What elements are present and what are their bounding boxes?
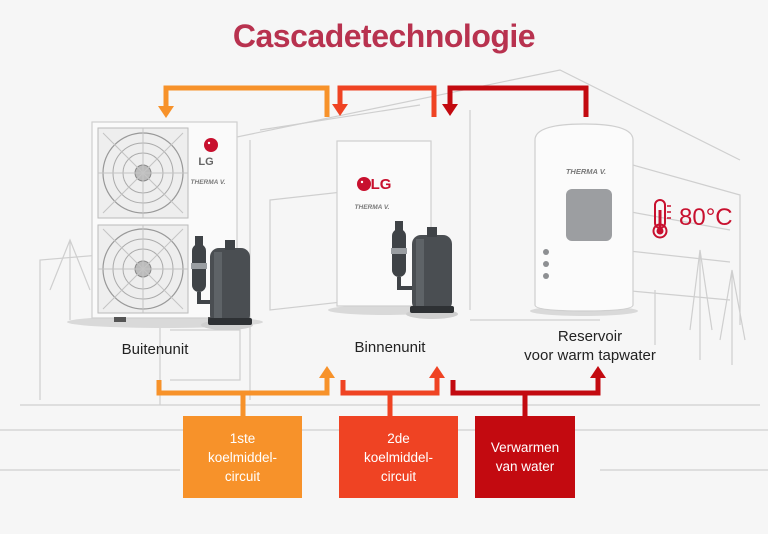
circuit-box-1: 1ste koelmiddel- circuit bbox=[183, 416, 302, 498]
lg-logo-icon bbox=[357, 177, 371, 191]
page-title: Cascadetechnologie bbox=[232, 18, 536, 54]
circuit-box-2: 2de koelmiddel- circuit bbox=[339, 416, 458, 498]
outdoor-brand: LG bbox=[198, 156, 213, 168]
outdoor-unit-label: Buitenunit bbox=[121, 341, 189, 358]
temperature-label: 80°C bbox=[679, 204, 733, 231]
tank-label-line2: voor warm tapwater bbox=[524, 347, 656, 364]
fan-grille-lower bbox=[97, 224, 189, 314]
circuit-1-line2: koelmiddel- bbox=[207, 449, 278, 465]
lg-logo-icon bbox=[204, 138, 218, 152]
water-tank bbox=[530, 123, 638, 316]
outdoor-series: THERMA V. bbox=[191, 179, 226, 186]
thermometer-icon bbox=[652, 199, 671, 239]
circuit-1-line3: circuit bbox=[224, 468, 261, 484]
circuit-3-top-arrow bbox=[442, 85, 589, 117]
tank-label-line1: Reservoir bbox=[557, 328, 623, 345]
circuit-2-bottom-arrow bbox=[340, 366, 445, 396]
circuit-2-top-arrow bbox=[332, 85, 437, 117]
circuit-3-line1: Verwarmen bbox=[490, 440, 560, 455]
circuit-3-line2: van water bbox=[495, 459, 555, 474]
tank-series: THERMA V. bbox=[566, 167, 606, 176]
indoor-brand: LG bbox=[371, 176, 392, 193]
indoor-series: THERMA V. bbox=[355, 204, 390, 211]
circuit-1-top-arrow bbox=[158, 85, 330, 118]
circuit-2-line1: 2de bbox=[387, 430, 410, 446]
fan-grille-upper bbox=[97, 127, 189, 219]
circuit-2-line3: circuit bbox=[380, 468, 417, 484]
circuit-2-line2: koelmiddel- bbox=[363, 449, 434, 465]
circuit-3-bottom-arrow bbox=[450, 366, 606, 396]
compressor-outdoor bbox=[191, 236, 253, 330]
circuit-box-3: Verwarmen van water bbox=[475, 416, 575, 498]
circuit-1-line1: 1ste bbox=[229, 430, 256, 446]
indoor-unit-label: Binnenunit bbox=[354, 339, 426, 356]
tank-label: Reservoir voor warm tapwater bbox=[485, 327, 695, 365]
compressor-indoor bbox=[391, 221, 458, 319]
